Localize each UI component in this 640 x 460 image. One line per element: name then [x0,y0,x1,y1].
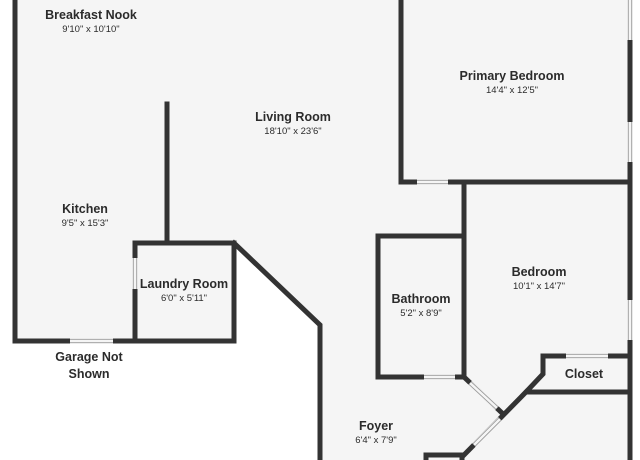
garage-note-line-2: Shown [69,367,110,381]
kitchen-name: Kitchen [62,202,108,216]
kitchen-dims: 9'5" x 15'3" [62,218,109,229]
bedroom-door-gap [472,417,502,447]
breakfast-nook-name: Breakfast Nook [45,8,137,22]
living-room-dims: 18'10" x 23'6" [264,126,321,137]
foyer-name: Foyer [359,419,393,433]
room-labels: Breakfast Nook 9'10" x 10'10" Living Roo… [45,8,604,446]
bathroom-name: Bathroom [391,292,450,306]
primary-bedroom-dims: 14'4" x 12'5" [486,85,538,96]
bedroom-door-line [472,417,500,445]
bottom-stub-wall [423,452,465,460]
laundry-floor [135,243,234,341]
openings [70,0,633,447]
bath-diag-door-line-2 [468,383,497,410]
bathroom-dims: 5'2" x 8'9" [400,308,442,319]
walls [12,0,633,460]
diagonal-exterior-wall [230,239,323,460]
garage-note-line-1: Garage Not [55,350,123,364]
bath-diag-door-gap [468,380,499,411]
bedroom-name: Bedroom [512,265,567,279]
laundry-room-dims: 6'0" x 5'11" [161,293,207,304]
bathroom-walls [375,233,467,380]
primary-bedroom-name: Primary Bedroom [460,69,565,83]
laundry-walls [132,240,237,344]
bedroom-door-line-2 [474,419,502,447]
bedroom-dims: 10'1" x 14'7" [513,281,565,292]
laundry-room-name: Laundry Room [140,277,228,291]
breakfast-nook-dims: 9'10" x 10'10" [62,24,119,35]
closet-name: Closet [565,367,604,381]
primary-bedroom-walls [398,0,633,185]
foyer-dims: 6'4" x 7'9" [355,435,397,446]
living-room-name: Living Room [255,110,331,124]
bath-diag-door-line [470,381,499,408]
